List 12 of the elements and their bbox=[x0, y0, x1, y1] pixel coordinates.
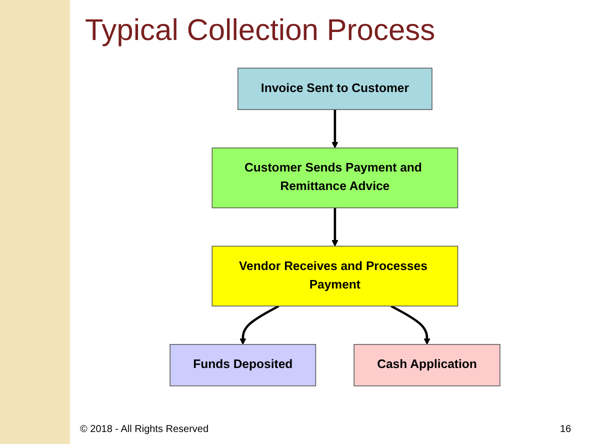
arrow bbox=[240, 305, 280, 345]
arrow bbox=[332, 110, 338, 148]
arrow bbox=[332, 208, 338, 246]
arrow bbox=[390, 305, 430, 345]
node-box: Funds Deposited bbox=[170, 344, 316, 386]
node-box: Invoice Sent to Customer bbox=[238, 68, 432, 110]
page-number: 16 bbox=[560, 424, 572, 435]
node-box: Customer Sends Payment and Remittance Advice bbox=[212, 148, 458, 208]
node-box: Cash Application bbox=[354, 344, 500, 386]
slide-title: Typical Collection Process bbox=[85, 14, 436, 48]
node-box: Vendor Receives and Processes Payment bbox=[212, 246, 458, 306]
copyright-note: © 2018 - All Rights Reserved bbox=[80, 424, 209, 435]
